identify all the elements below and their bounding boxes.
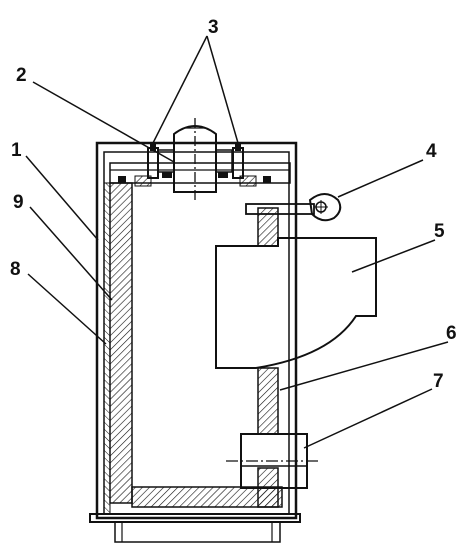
callout-2: 2 (16, 65, 27, 86)
leader-lines (25, 35, 449, 449)
callout-1: 1 (11, 140, 22, 161)
callout-7: 7 (433, 371, 444, 392)
burner-nozzle (245, 193, 342, 222)
insulation-layer-left (103, 182, 111, 515)
callout-9: 9 (13, 192, 24, 213)
callout-3: 3 (208, 17, 219, 38)
refractory-lining-right-middle (257, 367, 279, 435)
callout-8: 8 (10, 259, 21, 280)
callout-4: 4 (426, 141, 437, 162)
refractory-lining-left (109, 182, 133, 504)
base-frame (89, 513, 301, 543)
charging-hood (215, 237, 377, 369)
callout-6: 6 (446, 323, 457, 344)
roof-structure (109, 162, 291, 187)
tap-hole (226, 433, 318, 489)
electrode-holder-assembly (147, 143, 244, 179)
refractory-lining-bottom (131, 486, 283, 508)
callout-5: 5 (434, 221, 445, 242)
electrode (173, 118, 217, 200)
